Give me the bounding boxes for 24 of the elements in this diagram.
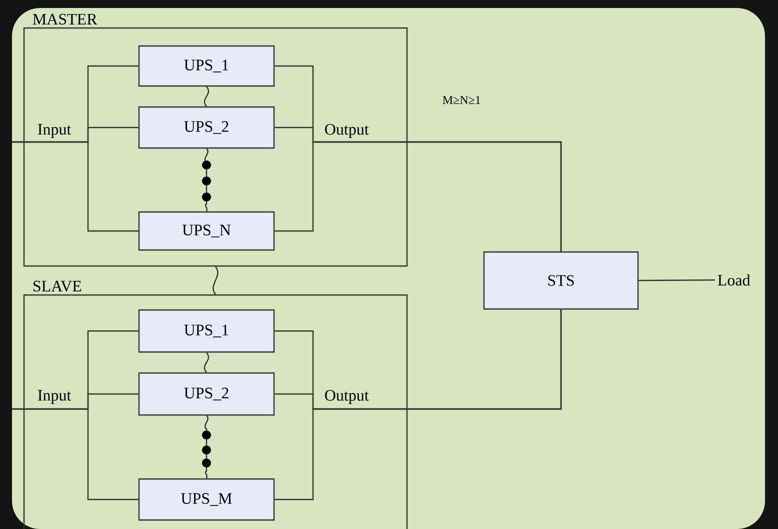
text-label: Input [38,124,72,138]
text-label: Output [325,124,369,138]
unit-box: UPS_1 [138,309,275,353]
unit-box: UPS_1 [138,45,275,87]
node-label: MASTER [32,14,98,25]
connector-line [204,86,210,107]
connector-line [204,352,210,373]
connector-line [638,279,715,282]
connector-line [204,148,208,212]
unit-box: UPS_M [138,478,275,521]
output-label: Load [718,274,750,286]
connector-line [212,266,218,295]
connector-line [12,141,138,232]
text-label: Output [325,390,369,404]
text-label: Input [38,390,72,404]
connector-line [274,310,562,500]
connector-line [12,408,138,500]
unit-box: UPS_N [138,211,275,251]
unit-box: UPS_2 [138,106,275,149]
node-label: SLAVE [33,280,82,292]
unit-box: UPS_2 [138,372,275,416]
unit-box: STS [483,251,639,310]
connector-line [204,415,208,479]
text-label: M≥N≥1 [442,96,480,104]
